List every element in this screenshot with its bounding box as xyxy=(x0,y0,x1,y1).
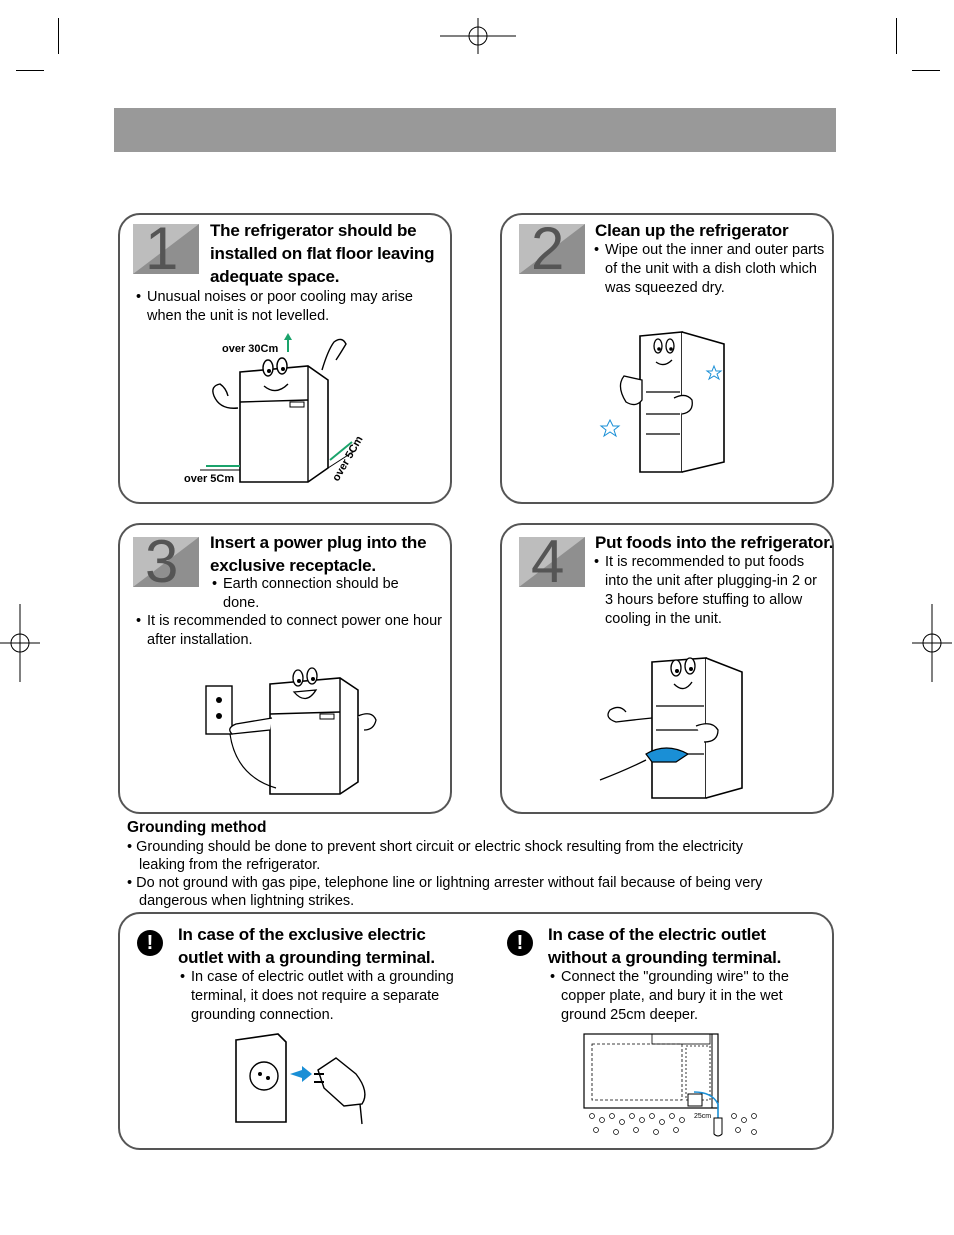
ground-wire-illustration: 25cm xyxy=(583,1033,757,1137)
registration-mark xyxy=(440,18,516,54)
clearance-right-label: over 5Cm xyxy=(330,434,366,484)
step-1-title: The refrigerator should be installed on … xyxy=(210,221,435,286)
crop-mark xyxy=(912,70,940,71)
put-food-illustration xyxy=(599,657,743,799)
step-2-number-tile: 2 xyxy=(519,224,585,274)
fridge-clearance-illustration: over 30Cm over 5Cm over 5Cm xyxy=(184,333,366,485)
warning-icon: ! xyxy=(507,930,533,956)
step-1-number-tile: 1 xyxy=(133,224,199,274)
fridge-cleaning-illustration xyxy=(599,331,725,473)
crop-mark xyxy=(16,70,44,71)
power-plug-illustration xyxy=(205,667,377,795)
step-number: 4 xyxy=(531,537,565,587)
step-3-sub-bullet: •Earth connection should be done. xyxy=(212,576,399,611)
clearance-top-label: over 30Cm xyxy=(222,343,278,355)
registration-mark xyxy=(912,604,952,682)
crop-mark xyxy=(58,18,59,54)
depth-label: 25cm xyxy=(694,1113,711,1120)
header-bar xyxy=(114,108,836,152)
step-4-title: Put foods into the refrigerator. xyxy=(595,533,834,552)
step-3-bullet: •It is recommended to connect power one … xyxy=(136,613,442,648)
grounding-bullet-2: • Do not ground with gas pipe, telephone… xyxy=(127,875,763,909)
clearance-left-label: over 5Cm xyxy=(184,473,234,485)
grounded-outlet-illustration xyxy=(235,1033,366,1125)
step-2-title: Clean up the refrigerator xyxy=(595,221,789,240)
step-3-number-tile: 3 xyxy=(133,537,199,587)
step-2-bullet: •Wipe out the inner and outer parts of t… xyxy=(594,242,825,296)
registration-mark xyxy=(0,604,40,682)
step-4-number-tile: 4 xyxy=(519,537,585,587)
step-3-title: Insert a power plug into the exclusive r… xyxy=(210,533,427,575)
crop-mark xyxy=(896,18,897,54)
case-1-title: In case of the exclusive electric outlet… xyxy=(178,925,435,967)
step-number: 3 xyxy=(145,537,179,587)
step-number: 1 xyxy=(145,224,179,274)
step-4-bullet: •It is recommended to put foods into the… xyxy=(594,554,817,627)
case-1-bullet: •In case of electric outlet with a groun… xyxy=(180,969,454,1023)
grounding-bullet-1: • Grounding should be done to prevent sh… xyxy=(127,839,743,873)
case-2-title: In case of the electric outlet without a… xyxy=(548,925,782,967)
step-1-bullet: •Unusual noises or poor cooling may aris… xyxy=(136,289,413,324)
warning-icon: ! xyxy=(137,930,163,956)
grounding-title: Grounding method xyxy=(127,819,267,836)
step-number: 2 xyxy=(531,224,565,274)
case-2-bullet: •Connect the "grounding wire" to the cop… xyxy=(550,969,789,1023)
